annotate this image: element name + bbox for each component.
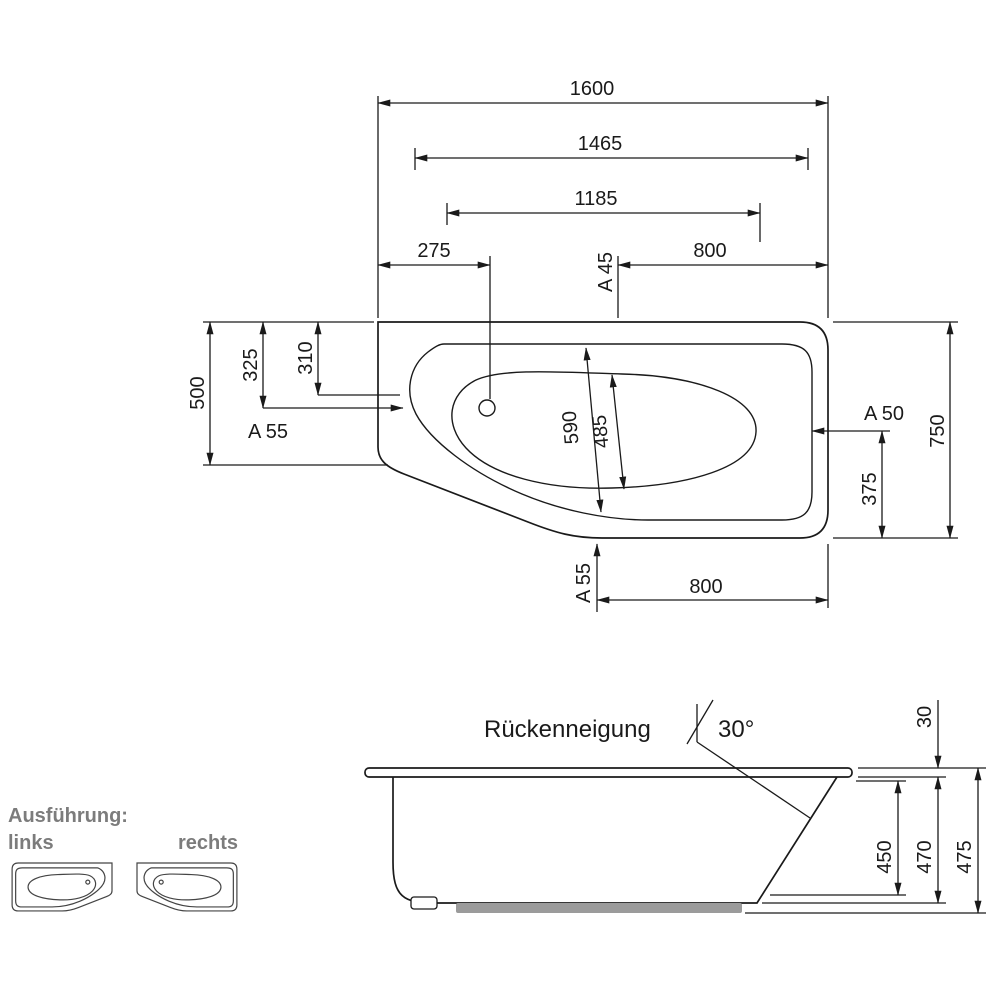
dim-a50-label: A 50 (864, 403, 904, 425)
dim-750-label: 750 (927, 414, 949, 447)
dim-a55-bottom-label: A 55 (573, 563, 595, 603)
variant-links-icon (12, 863, 112, 911)
dim-a45-label: A 45 (595, 252, 617, 292)
dim-800-bottom-label: 800 (689, 576, 722, 598)
dim-1185-label: 1185 (574, 188, 617, 210)
variant-title: Ausführung: (8, 805, 128, 827)
side-dimension-lines (745, 700, 986, 914)
variant-links-label: links (8, 832, 54, 854)
tub-side-outer-wall (392, 776, 838, 904)
dim-450-label: 450 (874, 840, 896, 873)
back-slope-angle-label: 30° (718, 716, 754, 743)
tub-rim-inner-contour (409, 343, 813, 521)
dim-470-label: 470 (914, 840, 936, 873)
back-slope-label: Rückenneigung (484, 716, 651, 743)
side-drain-fitting (410, 896, 438, 910)
dim-310-label: 310 (295, 341, 317, 374)
side-base-pad (456, 903, 742, 913)
dim-a55-left-label: A 55 (248, 421, 288, 443)
dim-30-label: 30 (914, 706, 936, 728)
dim-1465-label: 1465 (578, 133, 623, 155)
dim-375-label: 375 (859, 472, 881, 505)
dim-325-label: 325 (240, 348, 262, 381)
back-slope-leader-line (696, 741, 811, 819)
angle-symbol-icon (686, 699, 714, 745)
dim-485-label: 485 (589, 414, 614, 449)
side-view-drawing (364, 699, 853, 913)
dim-275-label: 275 (417, 240, 450, 262)
dimension-lines (203, 96, 958, 612)
dim-590-label: 590 (559, 410, 584, 445)
side-rim (364, 767, 853, 778)
variant-rechts-label: rechts (178, 832, 238, 854)
drain-icon (478, 399, 496, 417)
variant-rechts-icon (137, 863, 237, 911)
dim-total-length-label: 1600 (570, 78, 615, 100)
dim-800-top-label: 800 (693, 240, 726, 262)
dim-500-label: 500 (187, 376, 209, 409)
dim-475-label: 475 (954, 840, 976, 873)
